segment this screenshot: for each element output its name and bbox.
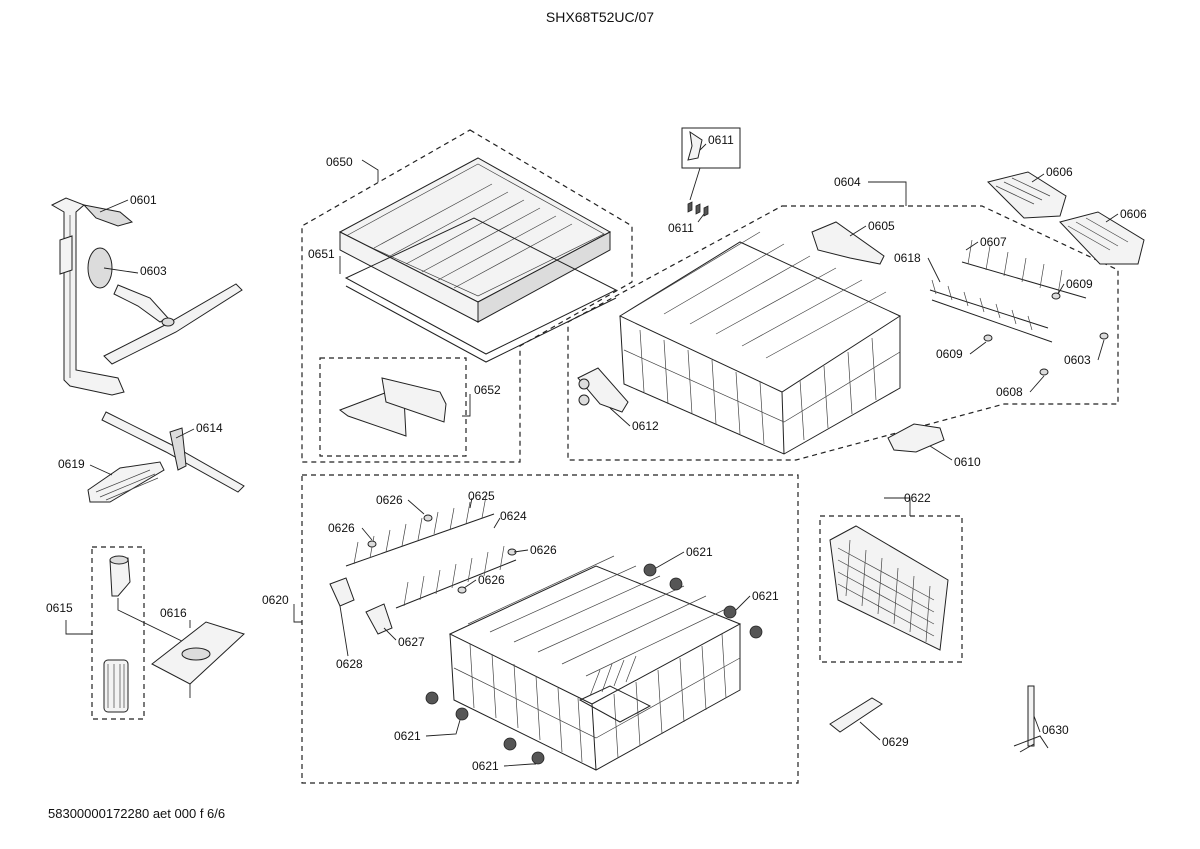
callout-0611: 0611 <box>668 221 694 235</box>
lower-spray-arm <box>101 411 245 493</box>
callout-0601: 0601 <box>130 193 157 207</box>
callout-0622: 0622 <box>904 491 931 505</box>
callout-0611-inset: 0611 <box>708 133 734 147</box>
callout-0621-bottom: 0621 <box>472 759 499 773</box>
callout-0621-top: 0621 <box>686 545 713 559</box>
cutlery-basket-group <box>819 515 963 663</box>
callout-0626-top: 0626 <box>376 493 403 507</box>
callout-0618: 0618 <box>894 251 921 265</box>
callout-0627: 0627 <box>398 635 425 649</box>
callout-0608: 0608 <box>996 385 1023 399</box>
filter-assembly <box>91 546 191 720</box>
callout-0652: 0652 <box>474 383 501 397</box>
callout-0630: 0630 <box>1042 723 1069 737</box>
callout-0607: 0607 <box>980 235 1007 249</box>
callout-0625: 0625 <box>468 489 495 503</box>
spray-arm-supply-tube <box>50 197 134 396</box>
callout-0621-right: 0621 <box>752 589 779 603</box>
footer-code: 58300000172280 aet 000 f 6/6 <box>48 806 225 821</box>
callout-0605: 0605 <box>868 219 895 233</box>
callout-0606-upper: 0606 <box>1046 165 1073 179</box>
callout-0621-left: 0621 <box>394 729 421 743</box>
callout-0651: 0651 <box>308 247 335 261</box>
0611-inset <box>681 127 741 223</box>
rack-handle <box>887 423 945 453</box>
callout-0629: 0629 <box>882 735 909 749</box>
lower-basket-group <box>301 474 799 784</box>
callout-0614: 0614 <box>196 421 223 435</box>
cutlery-tray-group <box>301 129 633 463</box>
callout-0620: 0620 <box>262 593 289 607</box>
rack-stop-clip <box>829 697 883 733</box>
callout-0628: 0628 <box>336 657 363 671</box>
callout-0619: 0619 <box>58 457 85 471</box>
callout-0606-lower: 0606 <box>1120 207 1147 221</box>
callout-0604: 0604 <box>834 175 861 189</box>
upper-basket-group <box>567 171 1145 461</box>
callout-0650: 0650 <box>326 155 353 169</box>
callout-0609-right: 0609 <box>1066 277 1093 291</box>
callout-0626-left: 0626 <box>328 521 355 535</box>
upper-spray-arm <box>87 247 243 365</box>
fine-filter-plate <box>151 621 245 685</box>
callout-0626-mid: 0626 <box>478 573 505 587</box>
callout-0616: 0616 <box>160 606 187 620</box>
callout-0626-right: 0626 <box>530 543 557 557</box>
model-title: SHX68T52UC/07 <box>546 9 654 25</box>
callout-0603-rack: 0603 <box>1064 353 1091 367</box>
micro-filter <box>87 461 165 503</box>
rack-adjuster <box>1013 685 1049 753</box>
callout-0615: 0615 <box>46 601 73 615</box>
callout-0603-spray: 0603 <box>140 264 167 278</box>
callout-0612: 0612 <box>632 419 659 433</box>
callout-0609-left: 0609 <box>936 347 963 361</box>
callout-0624: 0624 <box>500 509 527 523</box>
callout-0610: 0610 <box>954 455 981 469</box>
